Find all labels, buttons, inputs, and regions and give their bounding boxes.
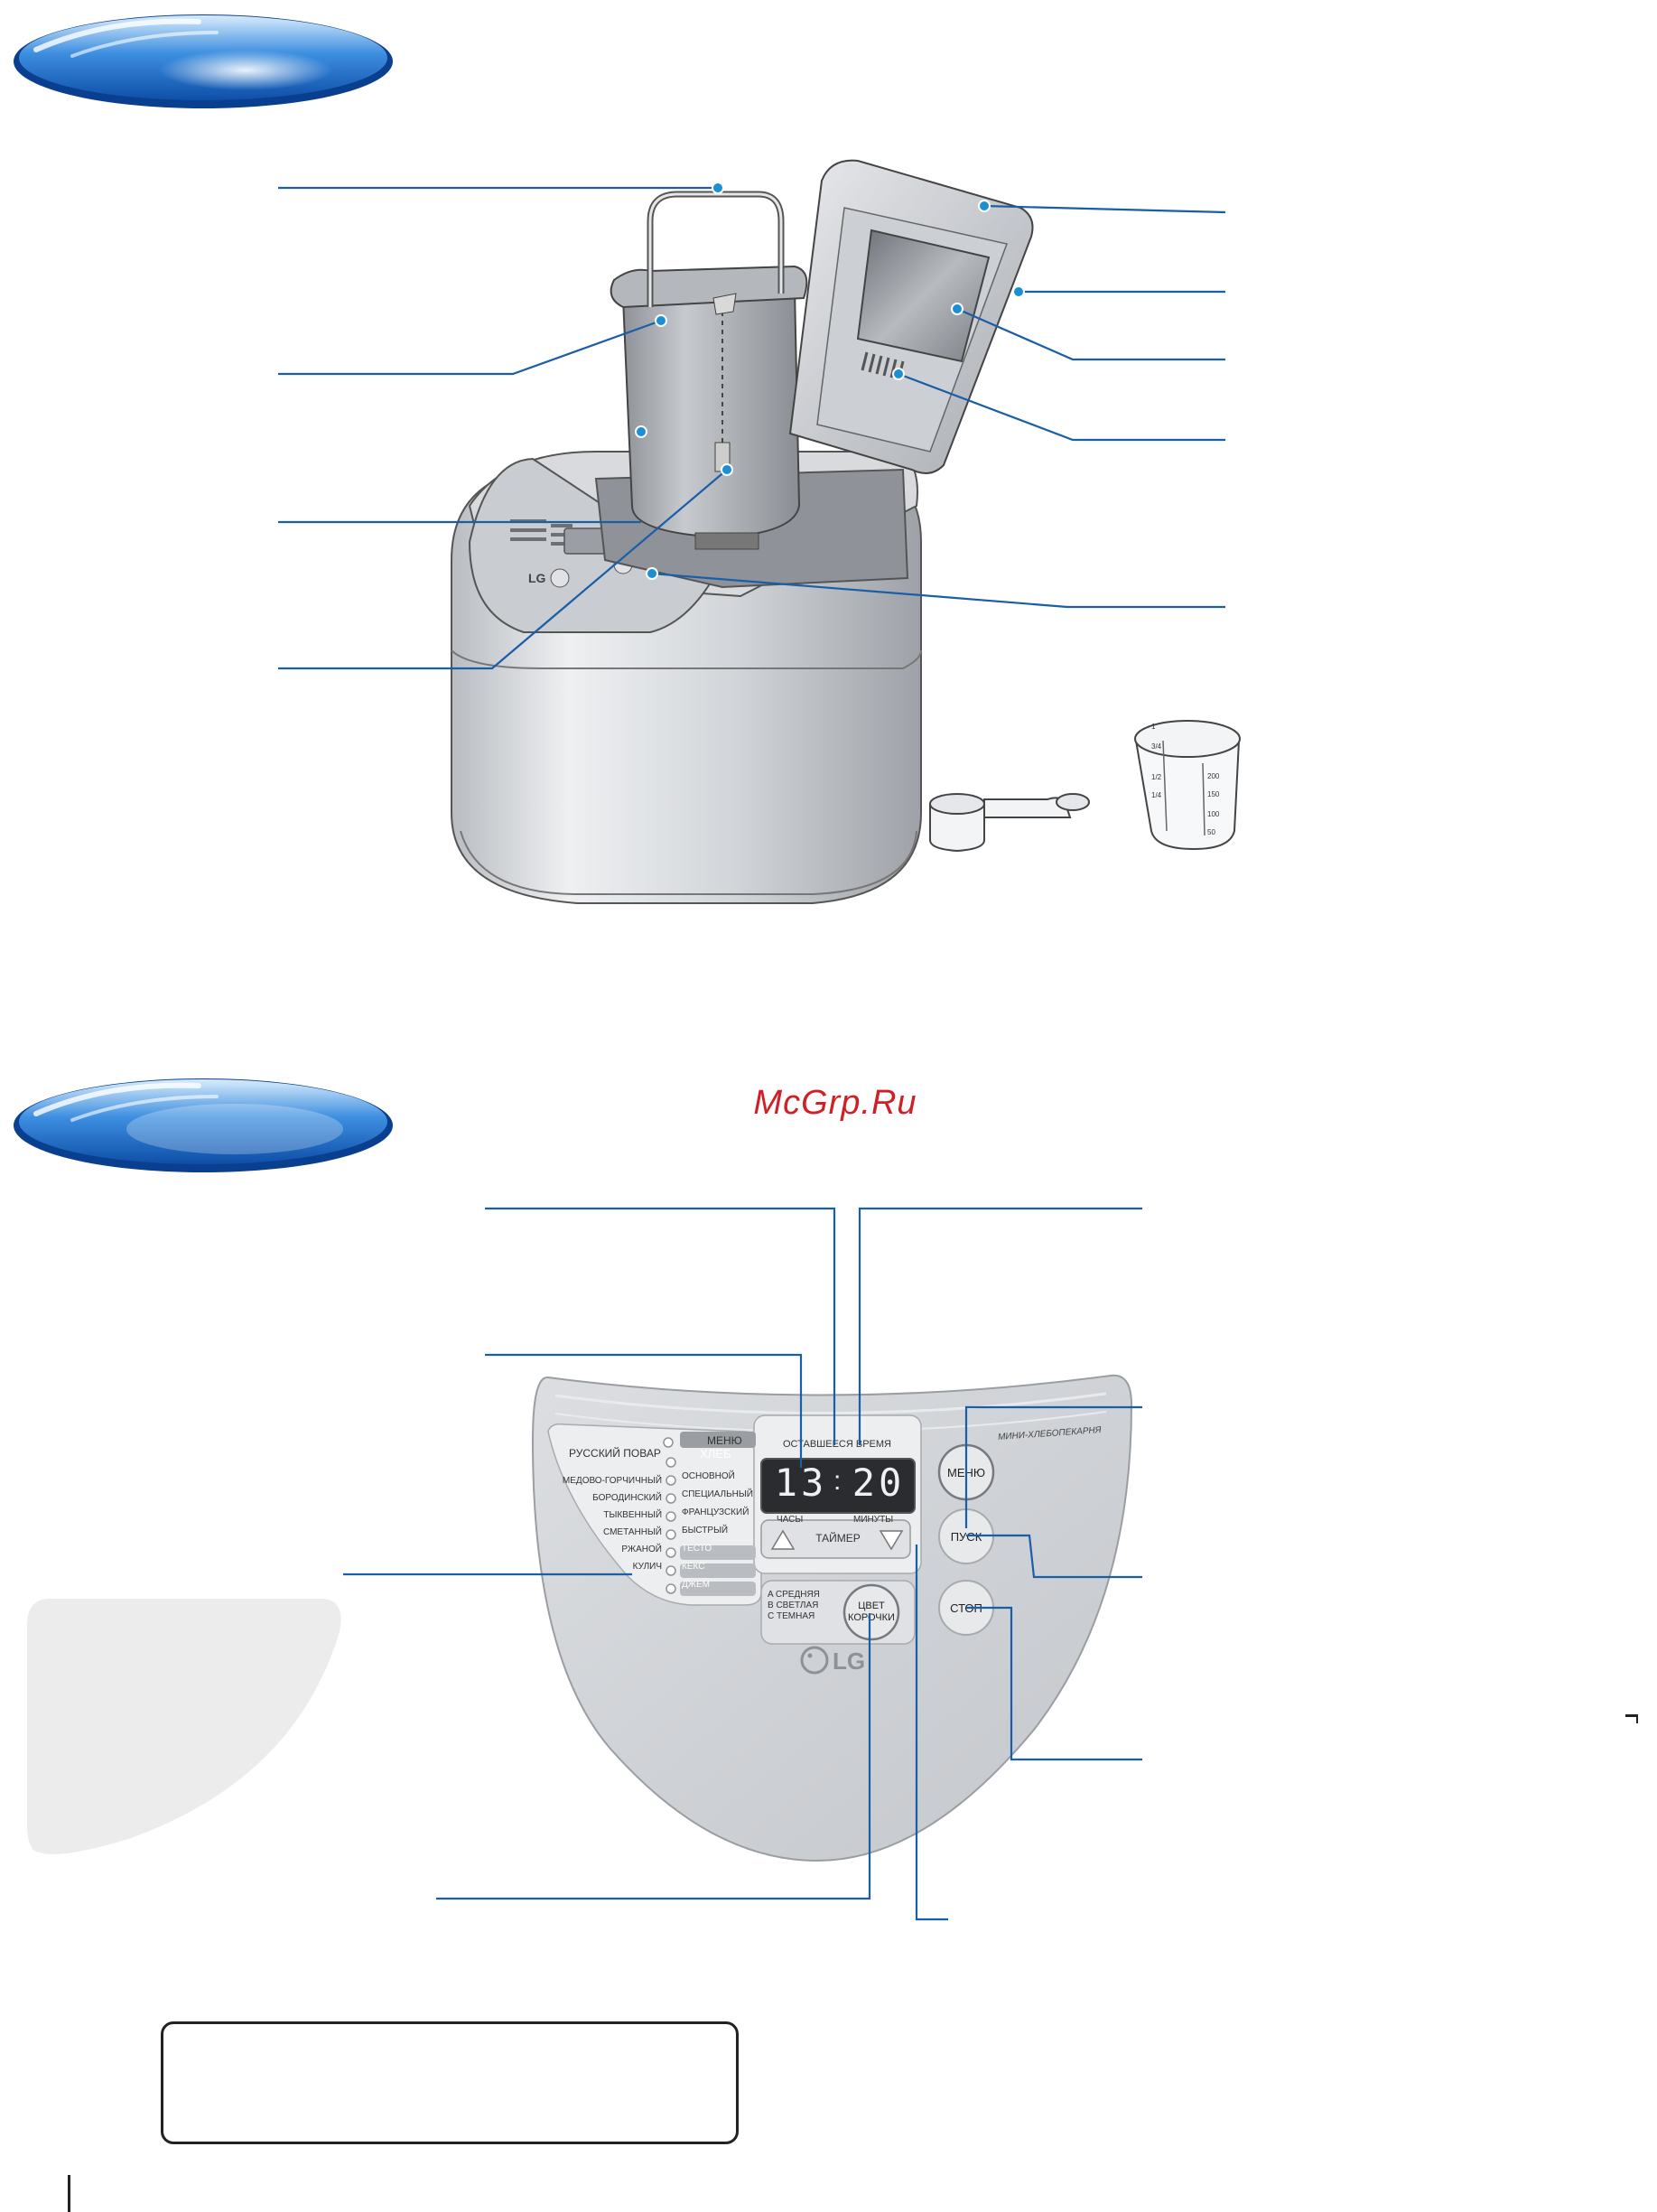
corner-mark-vertical (1636, 1714, 1638, 1723)
menu-header-label: МЕНЮ (707, 1434, 742, 1447)
section-header-badge-2 (14, 1078, 393, 1172)
program-item: КЕКС (682, 1562, 705, 1572)
cup-mark: 100 (1207, 810, 1220, 818)
cup-mark: 150 (1207, 790, 1220, 798)
timer-label: ТАЙМЕР (815, 1532, 861, 1545)
crust-button-line2: КОРОЧКИ (848, 1612, 895, 1623)
control-panel: МЕНЮ РУССКИЙ ПОВАР ХЛЕБ МЕДОВО-ГОРЧИЧНЫЙ… (528, 1368, 1133, 1883)
right-program-list: ОСНОВНОЙ СПЕЦИАЛЬНЫЙ ФРАНЦУЗСКИЙ БЫСТРЫЙ… (682, 1468, 763, 1594)
brand-logo: LG (833, 1647, 866, 1675)
program-item: ОСНОВНОЙ (682, 1471, 735, 1481)
minutes-label: МИНУТЫ (853, 1515, 894, 1525)
cup-mark: 1/2 (1151, 773, 1162, 781)
corner-mark (1625, 1714, 1638, 1717)
left-program-list: МЕДОВО-ГОРЧИЧНЫЙ БОРОДИНСКИЙ ТЫКВЕННЫЙ С… (546, 1472, 662, 1575)
leader-lines-panel (343, 1207, 1142, 1921)
hours-label: ЧАСЫ (777, 1515, 804, 1525)
svg-text:LG: LG (528, 571, 546, 585)
crust-option: C ТЕМНАЯ (768, 1611, 815, 1621)
russian-chef-label: РУССКИЙ ПОВАР (569, 1447, 661, 1460)
crust-color-button[interactable]: ЦВЕТ КОРОЧКИ (844, 1585, 898, 1639)
cup-mark: 200 (1207, 772, 1220, 780)
remaining-time-label: ОСТАВШЕЕСЯ ВРЕМЯ (783, 1439, 891, 1450)
cup-mark: 1/4 (1151, 791, 1162, 799)
program-item: БОРОДИНСКИЙ (592, 1493, 662, 1503)
cup-mark: 1 (1151, 723, 1156, 731)
program-item: КУЛИЧ (632, 1562, 662, 1572)
start-button[interactable]: ПУСК (939, 1509, 993, 1563)
leader-lines-top (278, 182, 1226, 670)
crust-options: A СРЕДНЯЯ B СВЕТЛАЯ C ТЕМНАЯ (768, 1590, 820, 1622)
display-minutes: 20 (852, 1461, 906, 1505)
crust-option: A СРЕДНЯЯ (768, 1590, 820, 1600)
page-margin-line (68, 2175, 70, 2212)
program-item: ДЖЕМ (682, 1580, 711, 1590)
note-box (161, 2021, 739, 2144)
program-item: СПЕЦИАЛЬНЫЙ (682, 1489, 753, 1499)
program-item: ТЕСТО (682, 1544, 712, 1554)
section-header-badge-1 (14, 14, 393, 108)
program-item: РЖАНОЙ (621, 1545, 662, 1554)
program-item: ФРАНЦУЗСКИЙ (682, 1507, 749, 1517)
watermark: McGrp.Ru (753, 1084, 917, 1122)
program-item: БЫСТРЫЙ (682, 1526, 729, 1535)
program-item: ТЫКВЕННЫЙ (603, 1510, 662, 1520)
bread-header-label: ХЛЕБ (700, 1447, 731, 1461)
cup-mark: 3/4 (1151, 742, 1162, 751)
cup-mark: 50 (1207, 828, 1215, 836)
program-item: МЕДОВО-ГОРЧИЧНЫЙ (562, 1476, 662, 1486)
display-hours: 13 (774, 1461, 828, 1505)
crust-option: B СВЕТЛАЯ (768, 1601, 819, 1610)
cup-marks-left: 1 3/4 1/2 1/4 (1151, 723, 1178, 831)
cup-marks-right: 200 150 100 50 (1207, 772, 1234, 845)
display-colon: : (833, 1466, 842, 1496)
program-item: СМЕТАННЫЙ (602, 1527, 662, 1537)
control-panel-shape (531, 1374, 1133, 1862)
bread-maker-illustration: LG (451, 159, 1241, 904)
crust-button-line1: ЦВЕТ (858, 1601, 885, 1611)
note-shape (27, 1599, 341, 1854)
